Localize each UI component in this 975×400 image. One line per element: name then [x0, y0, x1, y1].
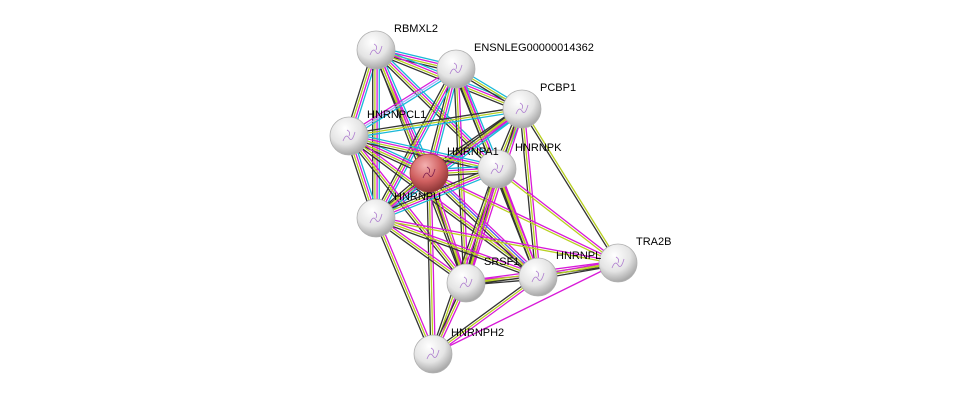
node-label: HNRNPH2: [451, 327, 504, 339]
edge-hnrnpu-tra2b[interactable]: [375, 216, 619, 265]
node-hnrnpcl1[interactable]: [329, 116, 369, 156]
node-label: HNRNPK: [515, 142, 562, 154]
edges-layer: [345, 46, 620, 357]
edge-evidence-coexpression: [373, 218, 432, 356]
protein-structure-icon: [422, 166, 436, 179]
edge-evidence-experiment: [349, 133, 540, 276]
edge-hnrnpu-hnrnpl[interactable]: [375, 215, 539, 280]
edge-evidence-database: [349, 70, 458, 139]
edge-evidence-experiment: [430, 172, 436, 354]
protein-structure-icon: [459, 276, 473, 289]
edge-evidence-textmining: [522, 108, 620, 263]
edge-evidence-experiment: [376, 216, 619, 263]
edge-evidence-textmining: [375, 217, 434, 355]
edge-evidence-experiment: [497, 167, 620, 263]
node-rbmxl2[interactable]: [356, 30, 396, 70]
edge-evidence-experiment: [430, 170, 541, 276]
node-hnrnpk[interactable]: [477, 149, 517, 189]
protein-structure-icon: [449, 62, 463, 75]
node-label: HNRNPU: [394, 191, 441, 203]
edge-evidence-coexpression: [430, 168, 496, 354]
labels-layer: RBMXL2ENSNLEG00000014362PCBP1HNRNPCL1HNR…: [367, 23, 671, 339]
protein-structure-icon: [531, 270, 545, 283]
edge-hnrnpk-tra2b[interactable]: [495, 167, 620, 265]
protein-structure-icon: [426, 347, 440, 360]
edge-evidence-textmining: [432, 276, 539, 355]
edge-evidence-coexpression: [375, 219, 538, 280]
edge-evidence-textmining: [428, 172, 434, 355]
nodes-layer: [329, 30, 638, 374]
edge-evidence-textmining: [495, 169, 618, 265]
edge-evidence-coexpression: [520, 109, 618, 264]
edge-evidence-textmining: [375, 217, 539, 278]
node-label: HNRNPL: [556, 250, 601, 262]
node-hnrnpu[interactable]: [356, 198, 396, 238]
edge-evidence-experiment: [376, 69, 458, 219]
edge-evidence-coexpression: [347, 137, 538, 280]
node-ensnleg[interactable]: [436, 49, 476, 89]
edge-evidence-database: [349, 110, 523, 139]
edge-evidence-coexpression: [519, 109, 537, 278]
edge-evidence-coexpression: [426, 173, 465, 284]
edge-tra2b-hnrnph2[interactable]: [432, 262, 619, 355]
edge-evidence-textmining: [348, 108, 523, 137]
node-label: PCBP1: [540, 82, 576, 94]
node-label: RBMXL2: [394, 23, 438, 35]
edge-evidence-experiment: [376, 215, 539, 276]
node-label: ENSNLEG00000014362: [474, 42, 594, 54]
edge-evidence-textmining: [375, 167, 497, 218]
edge-evidence-experiment: [349, 134, 498, 169]
edge-pcbp1-hnrnpcl1[interactable]: [348, 106, 523, 139]
edge-hnrnpcl1-hnrnpl[interactable]: [347, 133, 540, 280]
edge-evidence-experiment: [457, 68, 469, 283]
edge-ensnleg-hnrnpcl1[interactable]: [347, 66, 458, 139]
edge-evidence-textmining: [348, 135, 539, 278]
edge-hnrnpu-hnrnph2[interactable]: [373, 216, 436, 356]
edge-evidence-coexpression: [372, 67, 454, 217]
edge-evidence-experiment: [347, 66, 456, 135]
node-label: HNRNPCL1: [367, 109, 426, 121]
edge-evidence-coexpression: [346, 136, 465, 285]
edge-pcbp1-tra2b[interactable]: [520, 108, 620, 264]
edge-evidence-coexpression: [426, 173, 432, 355]
edge-evidence-experiment: [377, 216, 436, 354]
edge-evidence-experiment: [467, 169, 500, 284]
edge-hnrnpl-hnrnph2[interactable]: [431, 274, 540, 357]
node-label: TRA2B: [636, 236, 671, 248]
node-pcbp1[interactable]: [502, 89, 542, 129]
edge-evidence-experiment: [376, 169, 498, 220]
edge-evidence-coexpression: [348, 106, 522, 135]
protein-structure-icon: [490, 162, 504, 175]
edge-evidence-textmining: [465, 168, 498, 284]
edge-evidence-experiment: [434, 169, 500, 355]
edge-evidence-textmining: [375, 218, 618, 265]
protein-structure-icon: [369, 43, 383, 56]
node-label: SRSF1: [484, 256, 519, 268]
node-hnrnpl[interactable]: [518, 257, 558, 297]
protein-structure-icon: [515, 102, 529, 115]
edge-evidence-experiment: [432, 262, 619, 355]
protein-structure-icon: [369, 211, 383, 224]
node-srsf1[interactable]: [446, 263, 486, 303]
edge-hnrnpk-hnrnph2[interactable]: [430, 168, 500, 355]
edge-evidence-experiment: [376, 48, 499, 169]
node-hnrnpa1[interactable]: [409, 153, 449, 193]
edge-evidence-textmining: [348, 136, 497, 171]
edge-evidence-database: [376, 171, 499, 222]
node-tra2b[interactable]: [598, 243, 638, 283]
node-label: HNRNPA1: [447, 146, 499, 158]
protein-structure-icon: [611, 256, 625, 269]
protein-structure-icon: [342, 129, 356, 142]
edge-evidence-experiment: [433, 278, 540, 357]
edge-evidence-coexpression: [431, 274, 538, 353]
edge-evidence-textmining: [428, 173, 618, 265]
edge-evidence-database: [349, 132, 498, 167]
edge-evidence-textmining: [374, 68, 456, 218]
edge-hnrnpa1-hnrnph2[interactable]: [426, 172, 436, 355]
edge-evidence-other: [348, 68, 457, 137]
edge-evidence-textmining: [432, 168, 498, 355]
node-hnrnph2[interactable]: [413, 334, 453, 374]
edge-hnrnpk-hnrnpu[interactable]: [374, 165, 499, 222]
